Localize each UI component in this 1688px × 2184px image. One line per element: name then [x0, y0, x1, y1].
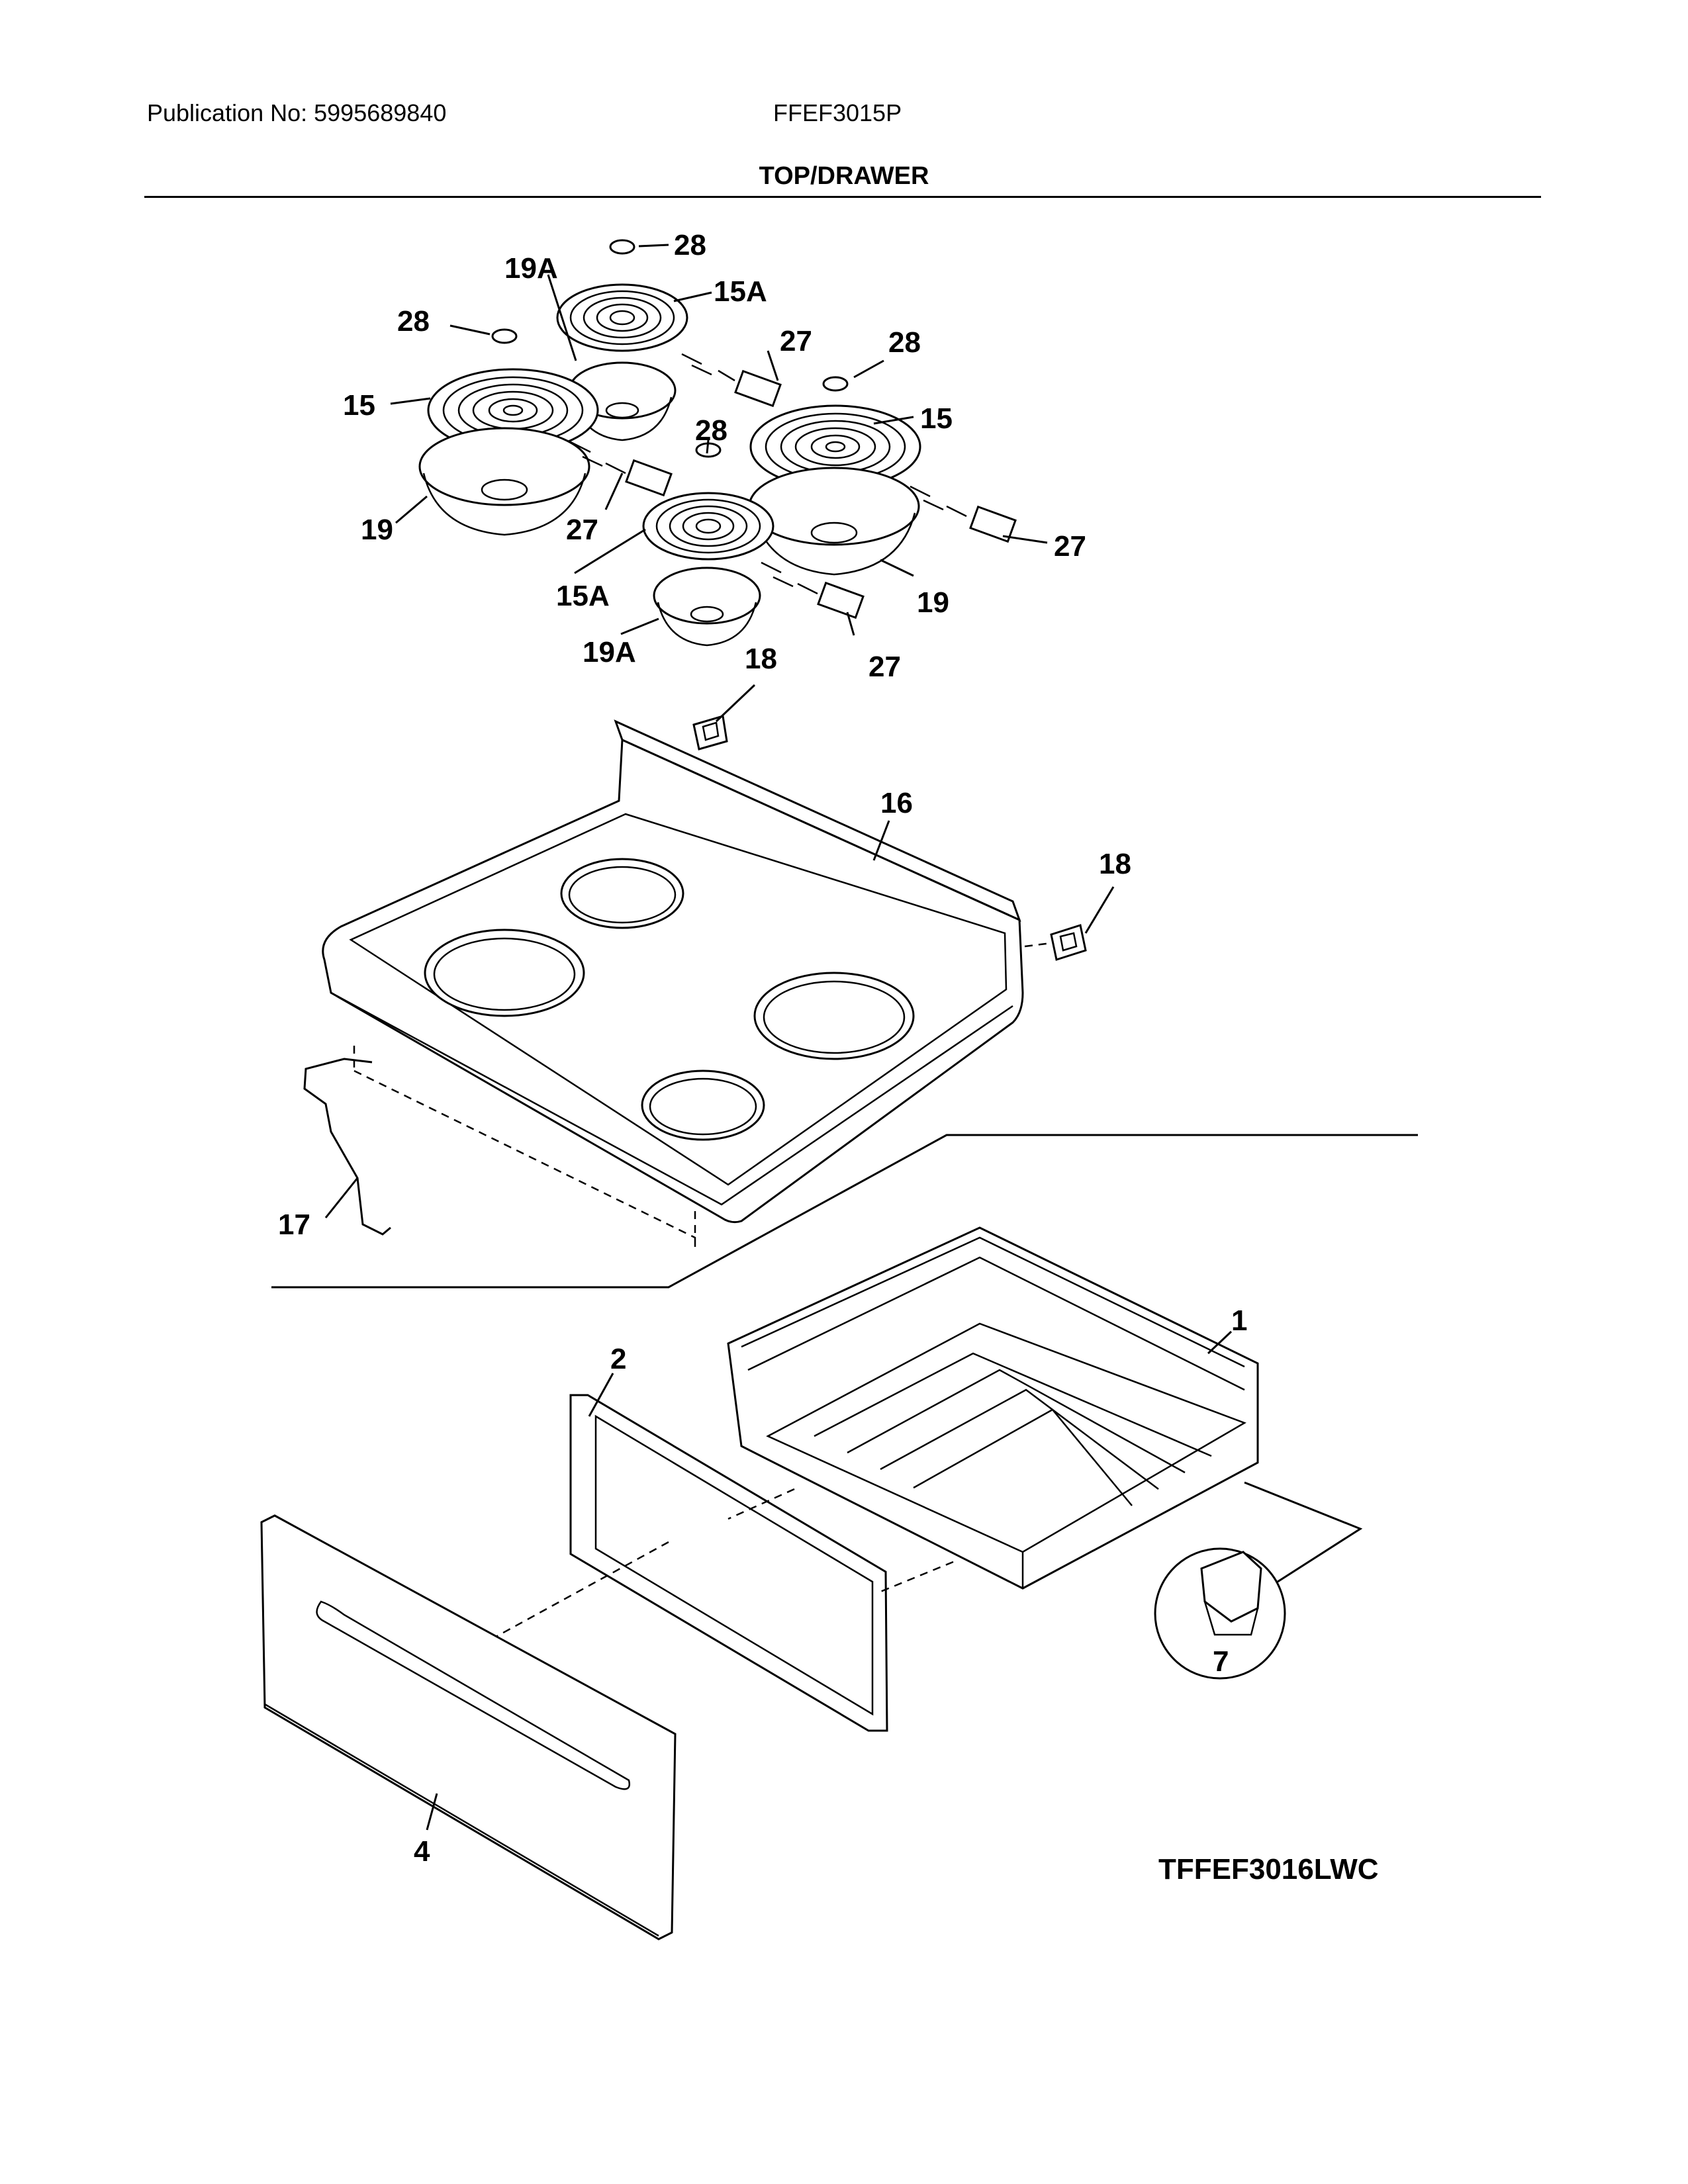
- receptacle-left: [570, 441, 673, 497]
- callout-18-rear: 18: [745, 643, 777, 675]
- callout-2: 2: [610, 1343, 626, 1375]
- callout-1: 1: [1231, 1304, 1247, 1337]
- callout-15A-center: 15A: [556, 580, 610, 612]
- section-separator-line: [271, 1134, 1418, 1289]
- trim-cap-right: [822, 376, 849, 392]
- callout-28-left: 28: [397, 305, 430, 338]
- burner-opening-rear-left: [560, 858, 684, 929]
- top-support-rod: [303, 1058, 391, 1236]
- callout-27-top: 27: [780, 325, 812, 357]
- publication-number: Publication No: 5995689840: [147, 99, 447, 126]
- callout-19A-center: 19A: [583, 636, 636, 668]
- callout-27-center: 27: [868, 651, 901, 683]
- callout-28-center: 28: [695, 414, 727, 447]
- callout-4: 4: [414, 1835, 430, 1868]
- callout-19-right: 19: [917, 586, 949, 619]
- drawing-id: TFFEF3016LWC: [1158, 1853, 1379, 1886]
- receptacle-center: [761, 561, 865, 619]
- drawer-guide-line-lower: [463, 1541, 954, 1656]
- drawer-front-frame: [569, 1394, 888, 1732]
- callout-15-right: 15: [920, 402, 953, 435]
- callout-28-top: 28: [674, 229, 706, 261]
- drawer-body: [727, 1226, 1259, 1590]
- header-rule: [144, 196, 1541, 198]
- callout-27-right: 27: [1054, 530, 1086, 563]
- model-number: FFEF3015P: [773, 99, 902, 126]
- callout-17: 17: [278, 1208, 310, 1241]
- surface-element-small-center: [642, 492, 774, 561]
- callout-18-side: 18: [1099, 848, 1131, 880]
- drawer-guide-line-upper: [727, 1488, 795, 1520]
- callout-16: 16: [880, 787, 913, 819]
- drip-bowl-large-left: [418, 427, 590, 536]
- drawer-slide-inset: [1154, 1481, 1363, 1680]
- surface-element-small-top: [556, 283, 688, 352]
- burner-opening-front-center: [641, 1069, 765, 1141]
- callout-15A-top: 15A: [714, 275, 767, 308]
- drawer-front-panel: [260, 1514, 677, 1940]
- callout-15-left: 15: [343, 389, 375, 422]
- callout-7: 7: [1213, 1645, 1229, 1678]
- trim-cap-left: [491, 328, 518, 344]
- trim-cap-top: [609, 239, 635, 255]
- section-title: TOP/DRAWER: [759, 162, 929, 190]
- callout-28-right: 28: [888, 326, 921, 359]
- main-top-cooktop: [322, 719, 1024, 1224]
- bracket-guide-line: [1024, 942, 1052, 948]
- drip-bowl-large-right: [748, 467, 920, 576]
- top-hinge-bracket-side: [1050, 924, 1087, 961]
- burner-opening-front-left: [424, 929, 585, 1017]
- drip-bowl-small-center: [653, 567, 761, 647]
- top-hinge-bracket-rear: [692, 715, 728, 751]
- callout-19-left: 19: [361, 514, 393, 546]
- receptacle-top: [681, 353, 782, 408]
- leader-lines: [324, 244, 1233, 1831]
- surface-element-large-right: [749, 404, 921, 489]
- callout-27-left: 27: [566, 514, 598, 546]
- callout-19A-top: 19A: [504, 252, 558, 285]
- rod-guide-line: [353, 1046, 696, 1248]
- receptacle-right: [910, 485, 1017, 543]
- burner-opening-rear-right: [753, 972, 915, 1060]
